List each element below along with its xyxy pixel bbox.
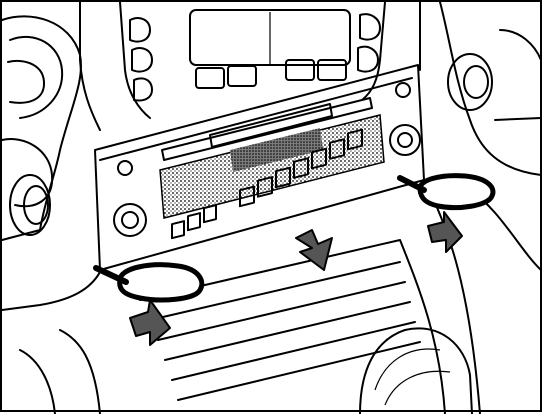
removal-key-icon <box>417 173 496 211</box>
left-vent-group <box>1 15 82 241</box>
pull-direction-arrow-icon <box>427 211 463 253</box>
gear-shifter <box>359 327 473 414</box>
tuning-knob <box>389 124 421 156</box>
lower-console <box>1 179 542 414</box>
navigation-screen <box>189 9 351 66</box>
removal-key-icon <box>117 262 205 303</box>
right-vent-group <box>439 1 542 176</box>
removal-key-right <box>397 173 496 211</box>
removal-key-left <box>93 262 205 303</box>
right-knob <box>447 53 493 111</box>
radio-unit <box>94 64 425 271</box>
left-knob <box>9 174 51 236</box>
pull-direction-arrow-icon <box>129 299 171 346</box>
preset-buttons <box>171 128 363 240</box>
pull-direction-arrow-icon <box>295 229 333 271</box>
disc-slot <box>161 97 373 161</box>
upper-console <box>79 1 421 131</box>
pull-direction-arrows <box>129 211 463 346</box>
volume-knob <box>113 203 147 237</box>
